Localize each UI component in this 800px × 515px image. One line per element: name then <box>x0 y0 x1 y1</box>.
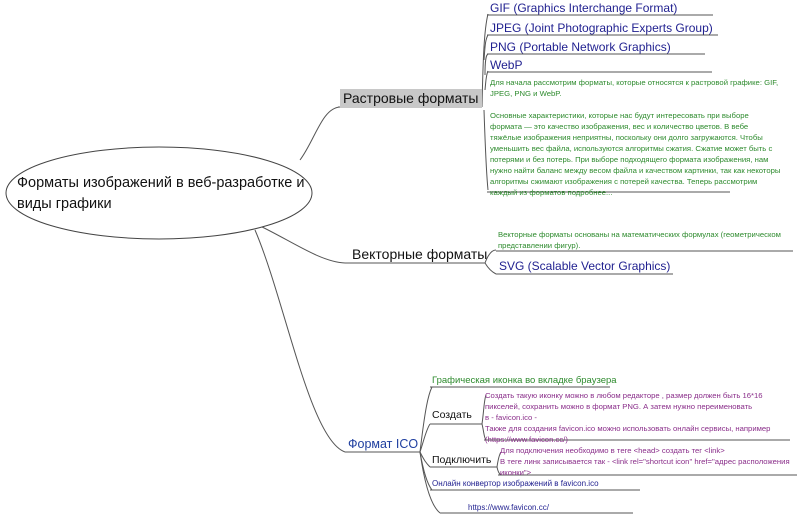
ico-create[interactable]: Создать <box>432 409 472 421</box>
raster-note-line <box>490 99 795 110</box>
branch-ico[interactable]: Формат ICO <box>348 437 419 451</box>
ico-url-link[interactable]: https://www.favicon.cc/ <box>468 503 549 512</box>
connect-note-line: Для подключения необходимо в теге <head>… <box>500 446 725 455</box>
raster-item-gif[interactable]: GIF (Graphics Interchange Format) <box>490 1 678 15</box>
root-title: Форматы изображений в веб-разработке и в… <box>17 175 305 212</box>
ico-heading[interactable]: Графическая иконка во вкладке браузера <box>432 375 617 386</box>
ico-converter[interactable]: Онлайн конвертор изображений в favicon.i… <box>432 479 599 488</box>
ico-connect[interactable]: Подключить <box>432 454 492 466</box>
raster-note-line: потерями и без потерь. При выборе подход… <box>490 155 769 164</box>
vector-note[interactable]: Векторные форматы основаны на математиче… <box>498 229 796 251</box>
create-note-line: Также для создания favicon.ico можно исп… <box>485 424 771 433</box>
raster-note-line: каждый из форматов подробнее... <box>490 188 613 197</box>
raster-note-line: формата — это качество изображения, вес … <box>490 122 749 131</box>
raster-note-line: тяжёлые изображения неприятны, поскольку… <box>490 133 763 142</box>
ico-create-note[interactable]: Создать такую иконку можно в любом редак… <box>485 390 797 445</box>
connector-raster-items <box>481 13 489 108</box>
create-note-line: пикселей, сохранить можно в формат PNG. … <box>485 402 753 411</box>
raster-item-webp[interactable]: WebP <box>490 58 523 72</box>
connector-root-ico <box>254 229 346 453</box>
root-node[interactable] <box>4 145 314 241</box>
ico-connect-note[interactable]: Для подключения необходимо в теге <head>… <box>500 445 798 478</box>
create-note-line: (https://www.favicon.cc/) <box>485 435 568 444</box>
vector-item-svg[interactable]: SVG (Scalable Vector Graphics) <box>499 259 671 273</box>
connect-note-line: В теге линк записывается так - <link rel… <box>500 457 790 466</box>
create-note-line: в - favicon.ico - <box>485 413 537 422</box>
raster-note-line: нужно найти баланс между весом файла и к… <box>490 166 781 175</box>
raster-item-png[interactable]: PNG (Portable Network Graphics) <box>490 40 671 54</box>
raster-note[interactable]: Для начала рассмотрим форматы, которые о… <box>490 77 795 198</box>
raster-note-line: уменьшить вес файла, используются алгори… <box>490 144 773 153</box>
raster-note-line: JPEG, PNG и WebP. <box>490 89 562 98</box>
vector-note-line: Векторные форматы основаны на математиче… <box>498 230 781 239</box>
create-note-line: Создать такую иконку можно в любом редак… <box>485 391 763 400</box>
raster-item-jpeg[interactable]: JPEG (Joint Photographic Experts Group) <box>490 21 713 35</box>
connect-note-line: иконки"> <box>500 468 532 477</box>
connector-root-vector <box>257 224 346 264</box>
connector-root-raster <box>299 106 341 161</box>
branch-raster[interactable]: Растровые форматы <box>340 89 482 108</box>
raster-note-line: Для начала рассмотрим форматы, которые о… <box>490 78 779 87</box>
raster-note-line: алгоритмы сжимают изображения с потерей … <box>490 177 758 186</box>
vector-note-line: представлении фигур). <box>498 241 581 250</box>
raster-note-line: Основные характеристики, которые нас буд… <box>490 111 749 120</box>
branch-vector[interactable]: Векторные форматы <box>352 246 488 262</box>
